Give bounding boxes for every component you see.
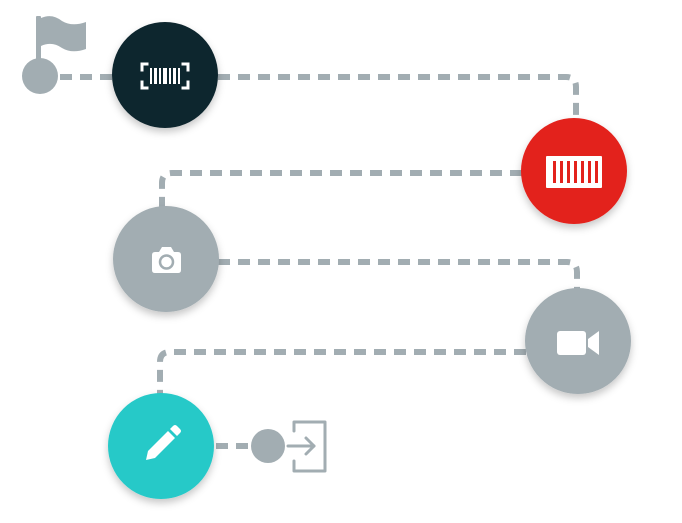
video-camera-icon	[557, 331, 599, 355]
end-dot	[251, 429, 285, 463]
barcode-bars	[150, 68, 180, 84]
connector-video-to-sign	[157, 349, 526, 396]
step-sign[interactable]	[108, 393, 214, 499]
connector-photo-to-video	[218, 259, 580, 292]
connector-scan-to-container	[218, 74, 579, 120]
pencil-icon	[146, 425, 181, 460]
step-container[interactable]	[521, 118, 627, 224]
connector-container-to-photo	[159, 170, 522, 210]
step-scan-barcode[interactable]	[112, 22, 218, 128]
end-node	[251, 420, 327, 473]
container-ribs	[553, 161, 598, 183]
exit-icon	[286, 420, 327, 473]
start-node	[22, 16, 86, 94]
flag-icon	[36, 16, 86, 64]
step-take-photo[interactable]	[113, 206, 219, 312]
barcode-scan-icon	[140, 62, 190, 90]
connectors	[60, 74, 580, 449]
start-dot	[22, 58, 58, 94]
step-record-video[interactable]	[525, 288, 631, 394]
camera-icon	[152, 247, 181, 273]
